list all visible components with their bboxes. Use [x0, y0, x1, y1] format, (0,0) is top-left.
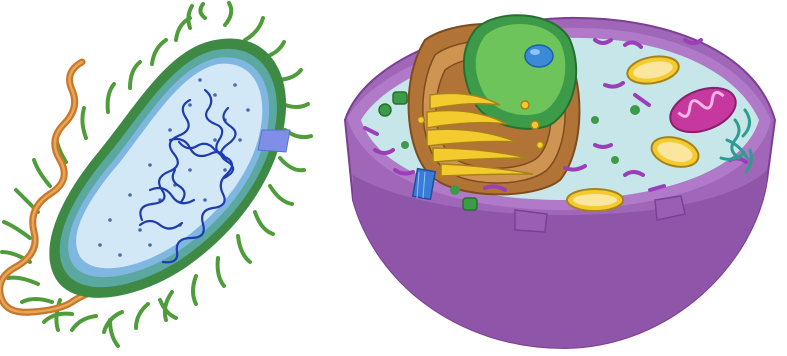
centriole: [413, 169, 436, 200]
nucleolus: [525, 45, 553, 67]
membrane-cutaway-flap: [258, 130, 290, 152]
prokaryotic-cell-illustration: [0, 0, 330, 356]
nucleus: [464, 15, 576, 129]
eukaryotic-animal-cell-illustration: [335, 0, 780, 356]
